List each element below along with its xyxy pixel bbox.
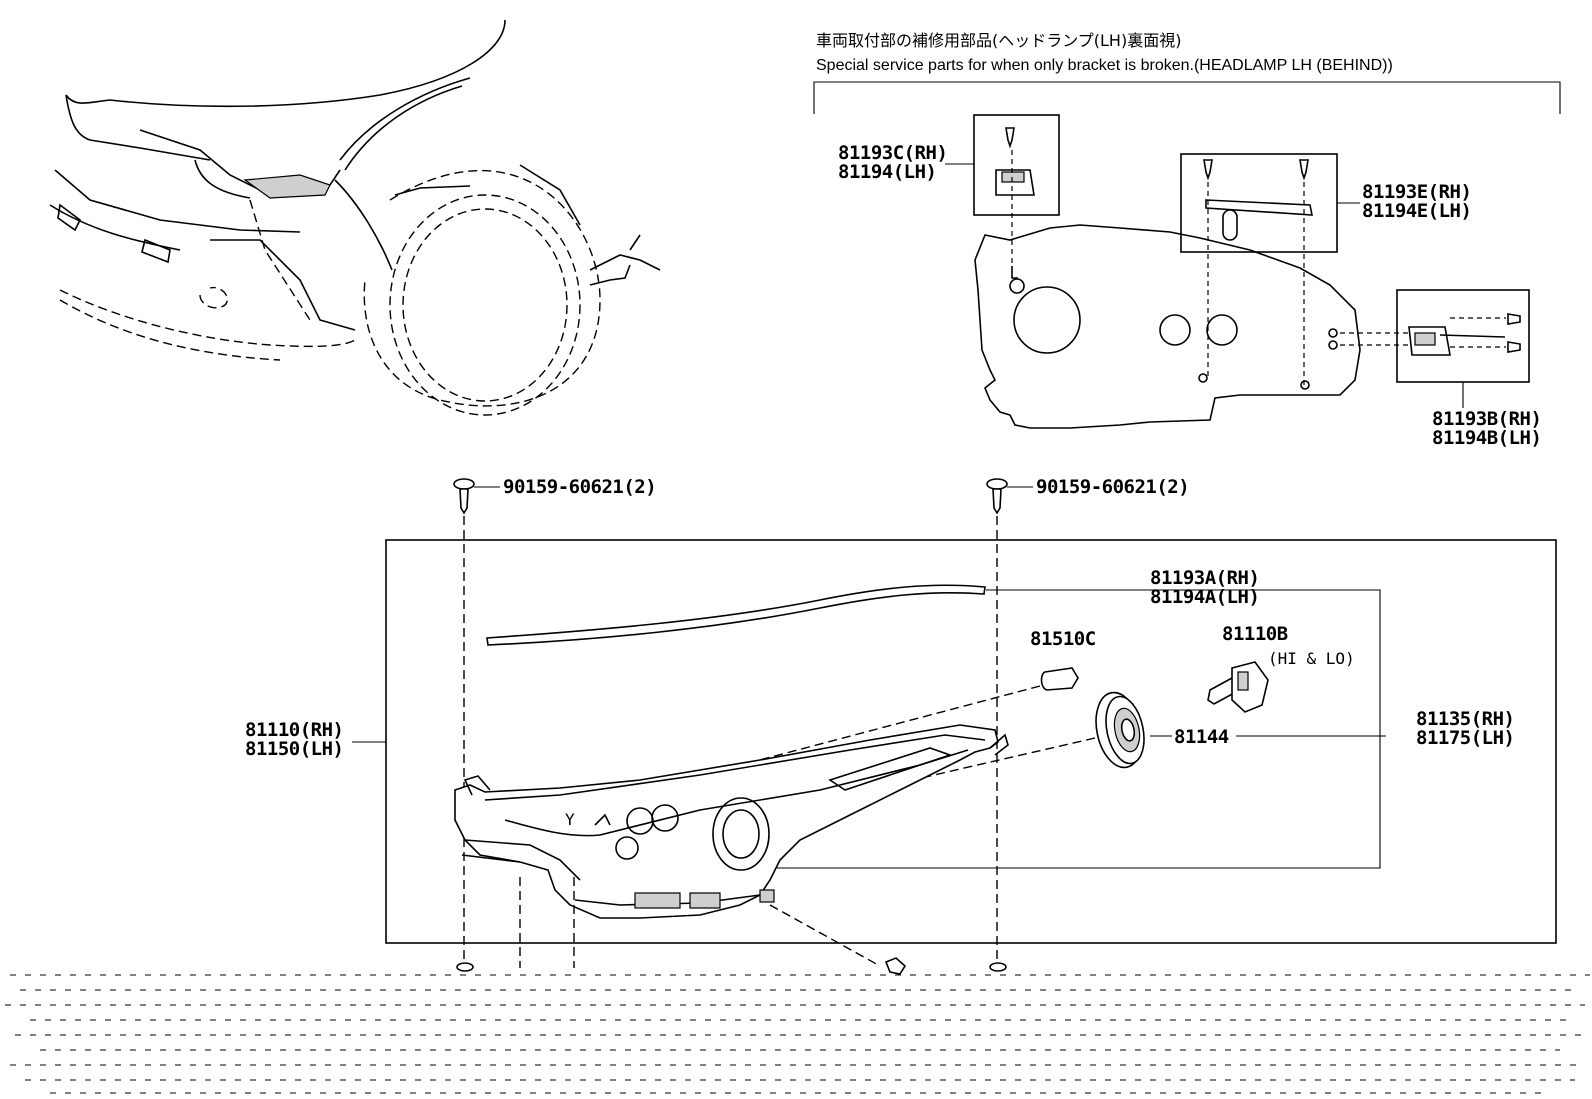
- screw-icon: [1299, 159, 1309, 181]
- header-bracket-line: [813, 81, 1561, 114]
- label-hi-lo: (HI & LO): [1268, 649, 1355, 668]
- header-english: Special service parts for when only brac…: [816, 57, 1393, 74]
- label-81194-lh: 81194(LH): [838, 161, 936, 183]
- label-90159-60621-left: 90159-60621(2): [503, 476, 656, 498]
- screw-head-icon: [986, 478, 1008, 490]
- bracket-c-box: [973, 114, 1060, 265]
- label-81510c: 81510C: [1030, 628, 1096, 650]
- label-90159-60621-right: 90159-60621(2): [1036, 476, 1189, 498]
- label-81144: 81144: [1174, 726, 1229, 748]
- label-81194e-lh: 81194E(LH): [1362, 200, 1471, 222]
- label-81193a-rh: 81193A(RH): [1150, 567, 1259, 589]
- label-81193e-rh: 81193E(RH): [1362, 181, 1471, 203]
- label-81110-rh: 81110(RH): [245, 719, 343, 741]
- header-japanese: 車両取付部の補修用部品(ヘッドランプ(LH)裏面視): [816, 31, 1181, 50]
- callout-bracket-e: 81193E(RH) 81194E(LH): [1337, 181, 1472, 222]
- guide-line: [769, 904, 881, 967]
- screw-icon: [1507, 341, 1521, 353]
- bracket-b-box: [1340, 289, 1530, 383]
- trim-strip: 81193A(RH) 81194A(LH): [486, 567, 1381, 869]
- main-bulb: 81110B (HI & LO): [1207, 623, 1355, 713]
- clip-icon: [884, 957, 907, 975]
- bracket-e-box: [1180, 153, 1338, 385]
- callout-unit: 81135(RH) 81175(LH): [1416, 708, 1515, 749]
- callout-assembly: 81110(RH) 81150(LH): [245, 719, 386, 760]
- screw-left: 90159-60621(2): [453, 476, 657, 972]
- bulb-icon: [1040, 667, 1079, 691]
- vehicle-front-illustration: [49, 19, 661, 416]
- label-81193b-rh: 81193B(RH): [1432, 408, 1541, 430]
- label-81175-lh: 81175(LH): [1416, 727, 1514, 749]
- screw-icon: [1203, 159, 1213, 181]
- screw-icon: [1507, 313, 1521, 325]
- label-81193c-rh: 81193C(RH): [838, 142, 947, 164]
- screw-icon: [1005, 127, 1015, 149]
- special-service-header: 車両取付部の補修用部品(ヘッドランプ(LH)裏面視) Special servi…: [813, 31, 1561, 114]
- label-81135-rh: 81135(RH): [1416, 708, 1514, 730]
- headlamp-rear-panel: [974, 224, 1361, 429]
- callout-bracket-c: 81193C(RH) 81194(LH): [838, 142, 974, 183]
- scan-noise: [5, 974, 1590, 1094]
- label-81194a-lh: 81194A(LH): [1150, 586, 1259, 608]
- label-81194b-lh: 81194B(LH): [1432, 427, 1541, 449]
- screw-right: 90159-60621(2): [986, 476, 1190, 972]
- label-81150-lh: 81150(LH): [245, 738, 343, 760]
- socket-ring: 81144: [759, 691, 1386, 816]
- screw-head-icon: [453, 478, 475, 490]
- callout-bracket-b: 81193B(RH) 81194B(LH): [1432, 382, 1542, 449]
- label-81110b: 81110B: [1222, 623, 1288, 645]
- headlamp-unit: Y: [454, 724, 1009, 919]
- svg-text:Y: Y: [565, 810, 575, 829]
